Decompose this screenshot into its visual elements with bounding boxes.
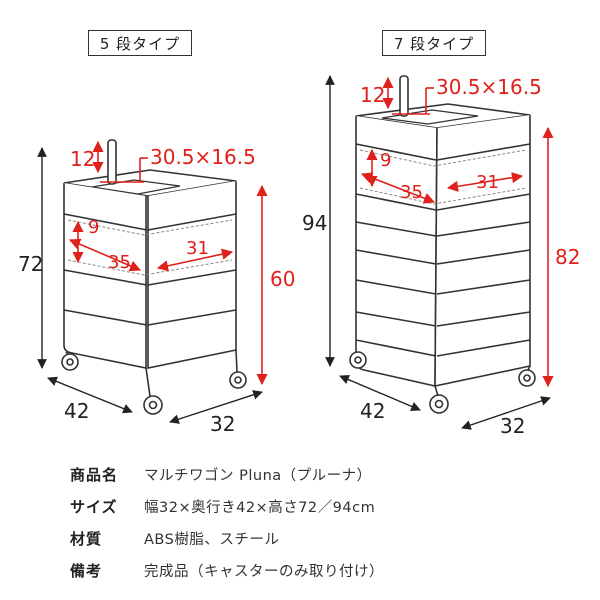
spec-key: 材質 xyxy=(70,529,103,548)
wagon-5-handle-size-label: 30.5×16.5 xyxy=(150,145,256,169)
spec-key: サイズ xyxy=(70,497,118,516)
wagon-7-drawer-height-label: 9 xyxy=(380,150,391,171)
type-label-7: 7 段タイプ xyxy=(382,30,486,56)
spec-value: ABS樹脂、スチール xyxy=(144,531,280,548)
wagon-5-caster-left xyxy=(61,353,79,371)
wagon-7-dimension-labels: 94 42 32 82 12 30.5×16.5 9 35 31 xyxy=(302,75,580,438)
type-label-5: 5 段タイプ xyxy=(88,30,192,56)
wagon-5-height-label: 72 xyxy=(18,252,43,276)
wagon-7-dimensions xyxy=(325,75,554,430)
wagon-5-drawer-height-label: 9 xyxy=(88,217,99,238)
spec-row-notes: 備考 完成品（キャスターのみ取り付け） xyxy=(70,554,590,586)
wagon-7-height-label: 94 xyxy=(302,211,327,235)
wagon-5-depth-label: 42 xyxy=(64,399,89,423)
wagon-5-caster-right xyxy=(229,371,247,389)
wagon-5-tier xyxy=(61,139,247,415)
spec-row-name: 商品名 マルチワゴン Pluna（プルーナ） xyxy=(70,458,590,490)
spec-row-material: 材質 ABS樹脂、スチール xyxy=(70,522,590,554)
wagon-5-dimension-labels: 72 42 32 60 12 30.5×16.5 9 35 31 xyxy=(18,145,295,436)
wagon-7-drawer-width-label: 31 xyxy=(476,172,499,193)
wagon-5-width-label: 32 xyxy=(210,412,235,436)
wagon-5-inner-height-label: 60 xyxy=(270,267,295,291)
wagon-5-drawer-depth-label: 35 xyxy=(108,252,131,273)
wagon-7-drawer-depth-label: 35 xyxy=(400,182,423,203)
spec-key: 商品名 xyxy=(70,465,119,484)
wagon-7-caster-left xyxy=(349,351,367,369)
spec-row-size: サイズ 幅32×奥行き42×高さ72／94cm xyxy=(70,490,590,522)
wagon-5-drawer-width-label: 31 xyxy=(186,238,209,259)
wagon-7-inner-height-label: 82 xyxy=(555,245,580,269)
product-dimension-diagram: 72 42 32 60 12 30.5×16.5 9 35 31 xyxy=(18,75,580,438)
wagon-7-width-label: 32 xyxy=(500,414,525,438)
wagon-7-handle-size-label: 30.5×16.5 xyxy=(436,75,542,99)
spec-value: 完成品（キャスターのみ取り付け） xyxy=(144,563,384,580)
wagon-7-caster-front xyxy=(429,394,449,414)
wagon-5-caster-front xyxy=(143,395,163,415)
wagon-7-tier xyxy=(349,75,536,414)
wagon-5-dimensions xyxy=(37,140,268,424)
spec-value: マルチワゴン Pluna（プルーナ） xyxy=(144,467,372,484)
wagon-7-caster-right xyxy=(518,369,536,387)
spec-key: 備考 xyxy=(70,561,103,580)
wagon-5-handle-height-label: 12 xyxy=(70,147,95,171)
wagon-7-depth-label: 42 xyxy=(360,399,385,423)
wagon-7-handle-height-label: 12 xyxy=(360,83,385,107)
spec-value: 幅32×奥行き42×高さ72／94cm xyxy=(144,499,376,516)
spec-table: 商品名 マルチワゴン Pluna（プルーナ） サイズ 幅32×奥行き42×高さ7… xyxy=(70,458,590,586)
